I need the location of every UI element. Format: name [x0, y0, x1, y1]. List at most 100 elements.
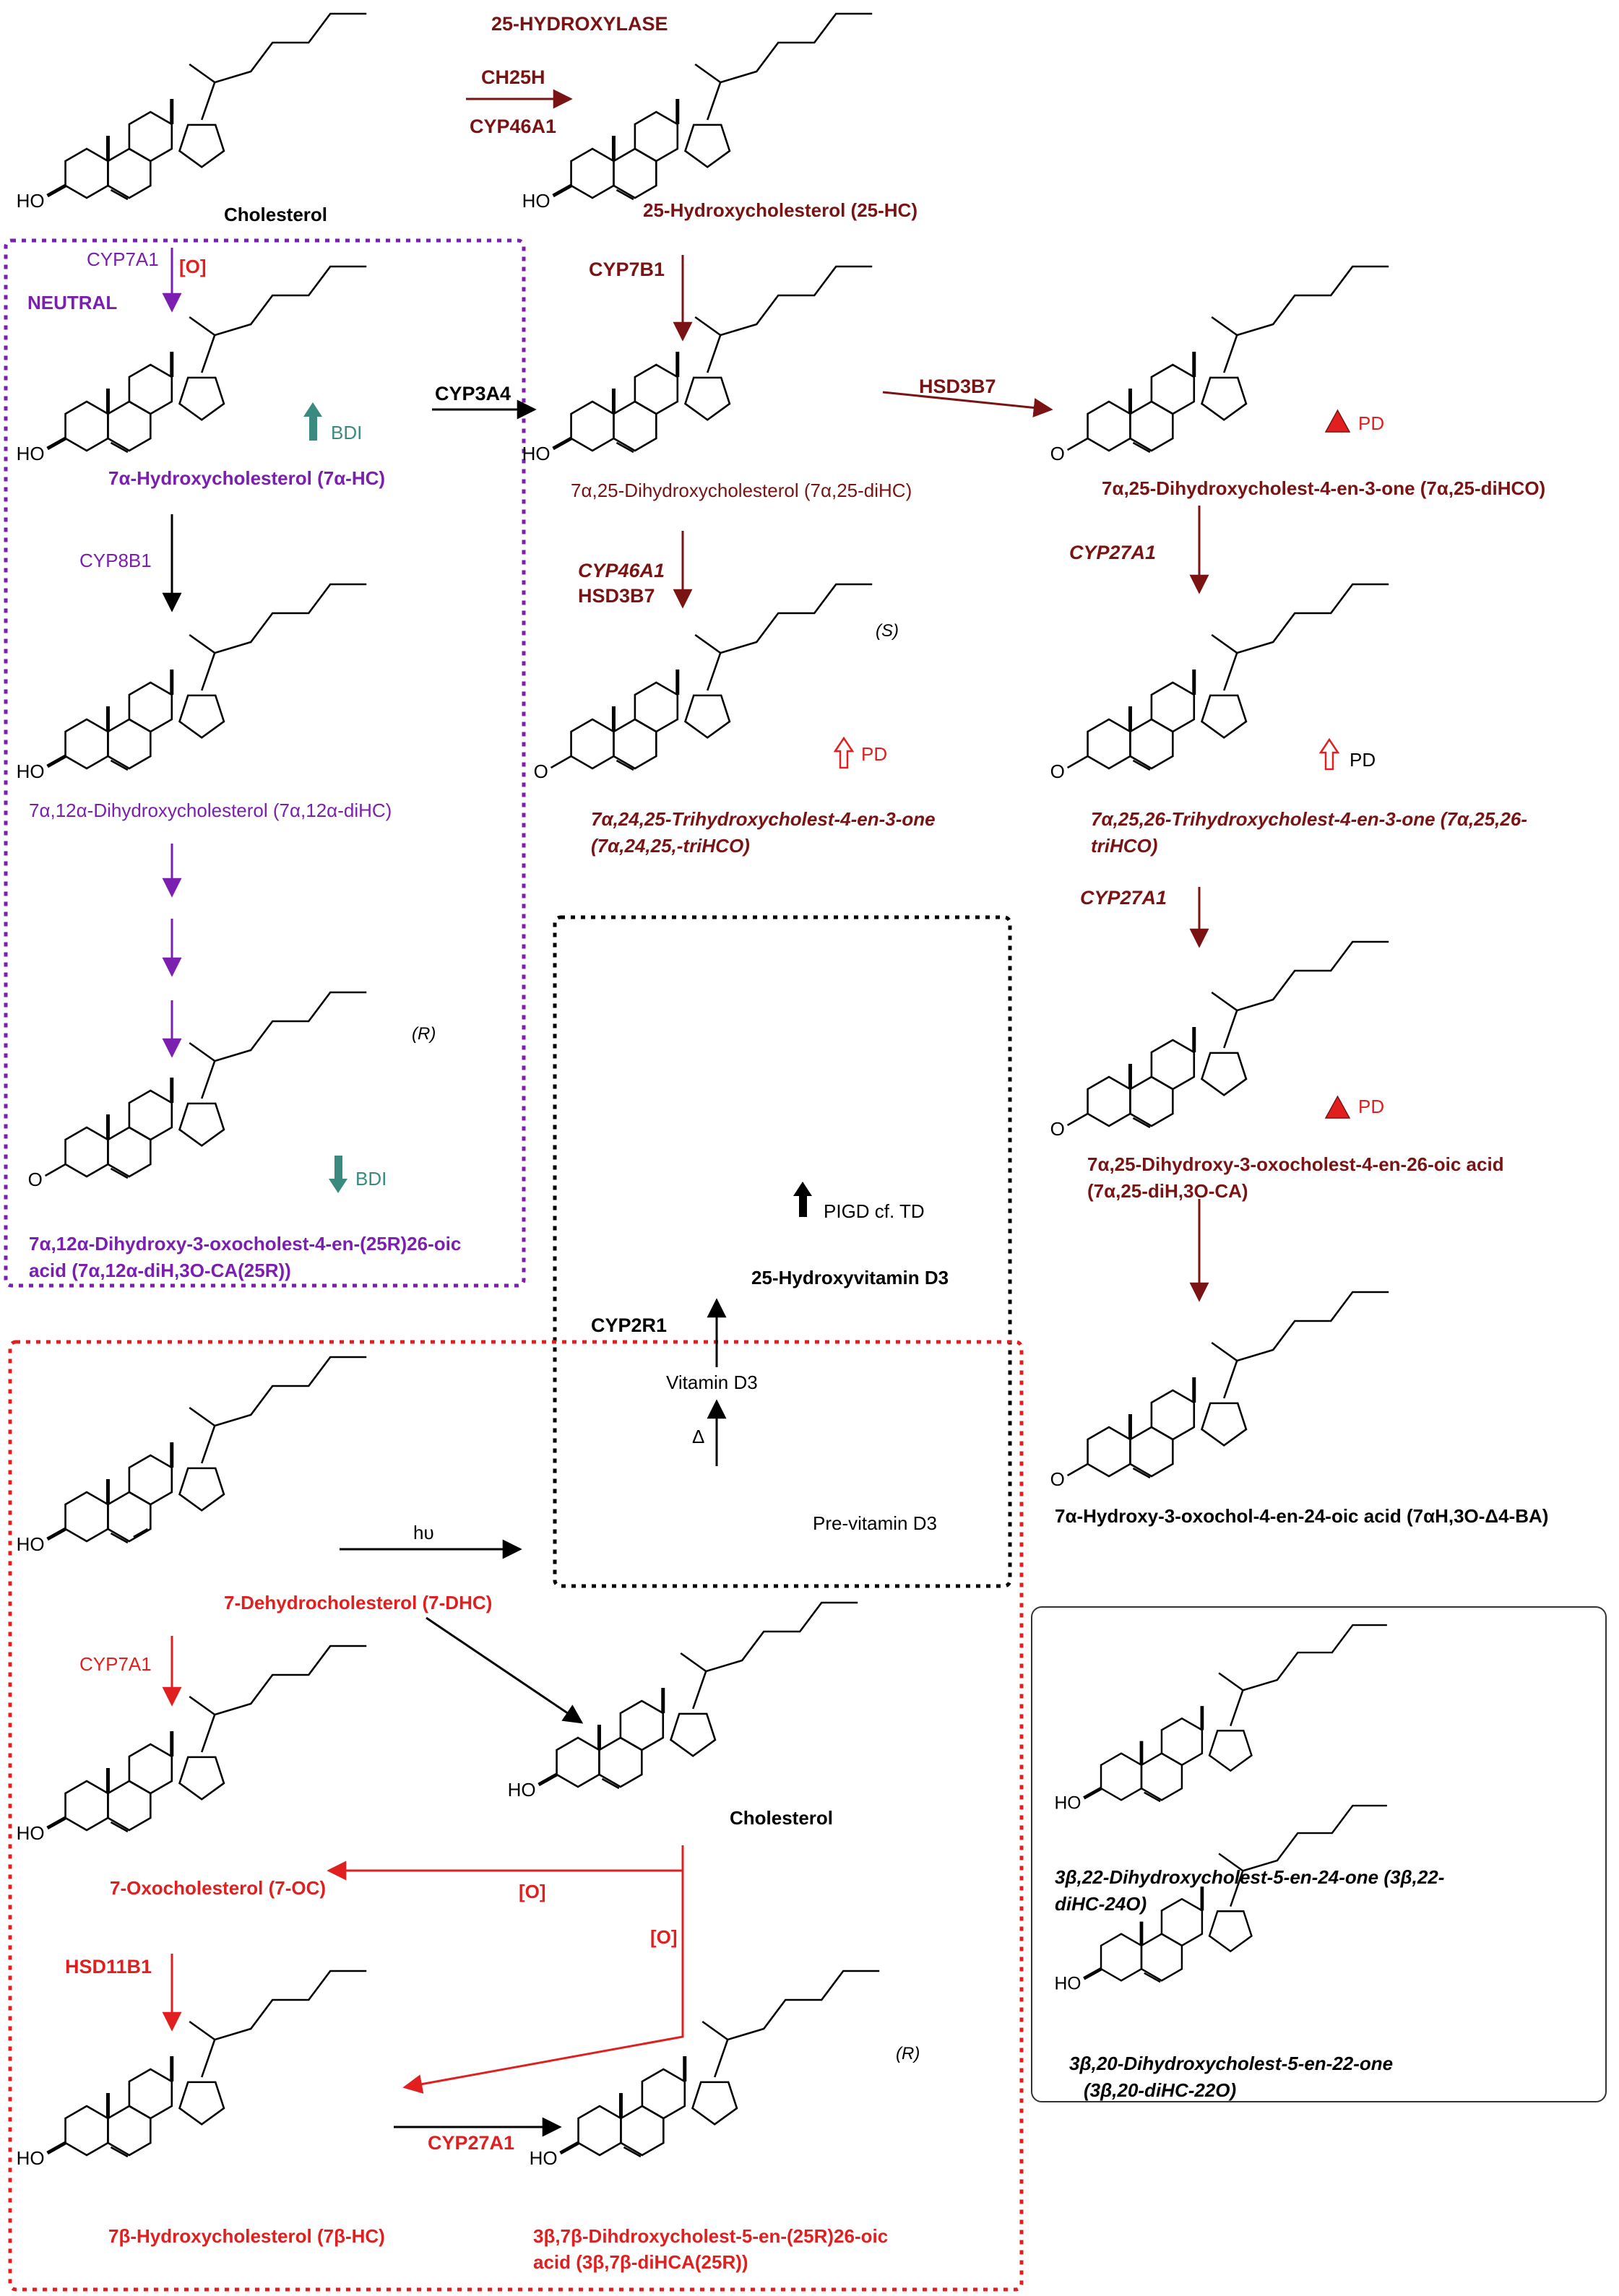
enzyme-cyp27a1-a: CYP27A1 [1069, 542, 1157, 563]
hv-label: hυ [413, 1522, 434, 1543]
skeleton-25-hc: HO [522, 12, 873, 212]
pd-triangle-icon-2 [1324, 1095, 1351, 1119]
neutral-pathway-box [4, 238, 526, 1288]
enzyme-cyp8b1: CYP8B1 [79, 550, 152, 571]
hydroxy-label: HO [1054, 1975, 1081, 1994]
pigd-label: PIGD cf. TD [824, 1200, 925, 1222]
bdi-up-arrow-icon [303, 402, 322, 441]
enzyme-cyp3a4: CYP3A4 [435, 383, 511, 404]
compound-25-hydroxyvitamin-d3: 25-Hydroxyvitamin D3 [751, 1267, 949, 1288]
skeleton-7-dhc: HO [17, 1356, 367, 1555]
compound-7a-25-26-trihco-line1: 7α,25,26-Trihydroxycholest-4-en-3-one (7… [1091, 808, 1527, 830]
skeleton-3o-ca: O [1050, 940, 1389, 1140]
enzyme-hsd3b7-mid: HSD3B7 [578, 585, 655, 607]
enzyme-cyp46a1: CYP46A1 [470, 116, 557, 137]
stereo-s-label: (S) [876, 621, 899, 641]
arrow-ox-to-7oc [327, 1845, 684, 1881]
compound-7a-hc: 7α-Hydroxycholesterol (7α-HC) [108, 467, 386, 489]
compound-3b-7b-dihca-line2: acid (3β,7β-diHCA(25R)) [533, 2251, 748, 2273]
enzyme-ch25h: CH25H [481, 66, 545, 88]
hydroxy-label: HO [17, 1822, 45, 1844]
skeleton-7a-hc: HO [17, 265, 367, 464]
oxidation-label-1: [O] [519, 1881, 546, 1902]
oxo-label: O [1050, 1468, 1065, 1490]
compound-7a-24-25-trihco-line1: 7α,24,25-Trihydroxycholest-4-en-3-one [591, 808, 936, 830]
hydroxy-label: HO [17, 443, 45, 464]
skeleton-3b-22-dihc: HO [1054, 1624, 1387, 1814]
skeleton-7b-hc: HO [17, 1970, 367, 2169]
enzyme-hsd3b7: HSD3B7 [919, 376, 996, 397]
compound-7a-25-26-trihco-line2: triHCO) [1091, 835, 1158, 857]
skeleton-acid-neutral: O [28, 991, 367, 1190]
enzyme-hsd11b1: HSD11B1 [65, 1956, 152, 1977]
enzyme-cyp27a1-lower: CYP27A1 [428, 2132, 515, 2154]
compound-vitamin-d3: Vitamin D3 [666, 1372, 758, 1393]
skeleton-trihco-26: O [1050, 583, 1389, 782]
compound-7a-25-dih-3o-ca-line1: 7α,25-Dihydroxy-3-oxocholest-4-en-26-oic… [1087, 1153, 1504, 1175]
reaction-arrows [162, 89, 1209, 2137]
bdi-label-2: BDI [355, 1168, 387, 1190]
bdi-label-1: BDI [331, 422, 363, 443]
compound-3b-22-dihc-24o-line2: diHC-24O) [1055, 1893, 1147, 1915]
compound-25-hc: 25-Hydroxycholesterol (25-HC) [643, 199, 918, 221]
skeleton-trihco-24: O [534, 583, 873, 782]
oxidation-label-2: [O] [650, 1926, 678, 1948]
compound-pre-vitamin-d3: Pre-vitamin D3 [813, 1512, 937, 1534]
arrow-7dhc-to-cholesterol [426, 1616, 584, 1724]
skeleton-3b-20-dihc: HO [1054, 1804, 1387, 1994]
compound-7a-25-dihc: 7α,25-Dihydroxycholesterol (7α,25-diHC) [571, 480, 912, 501]
hydroxy-label: HO [17, 190, 45, 212]
skeleton-7a-25-dihco: O [1050, 265, 1389, 464]
hydroxy-label: HO [508, 1779, 536, 1801]
indicators [303, 402, 1351, 1217]
enzyme-cyp46a1-mid: CYP46A1 [578, 560, 665, 581]
pd-triangle-icon-1 [1324, 409, 1351, 433]
pd-label-right-1: PD [1358, 412, 1385, 434]
enzyme-cyp2r1: CYP2R1 [591, 1314, 668, 1336]
hydroxy-label: HO [17, 761, 45, 782]
neutral-pathway-title: NEUTRAL [27, 292, 118, 313]
skeleton-3o-ba: O [1050, 1291, 1389, 1490]
pd-open-arrow-icon-2 [1318, 737, 1340, 771]
compound-3b-20-dihc-22o-line1: 3β,20-Dihydroxycholest-5-en-22-one [1069, 2053, 1394, 2074]
skeleton-cholesterol-lower: HO [508, 1601, 858, 1801]
enzyme-cyp27a1-b: CYP27A1 [1080, 887, 1167, 909]
skeleton-cholesterol-top: HO [17, 12, 367, 212]
bdi-down-arrow-icon [329, 1156, 347, 1193]
oxysterol-7dhc-box [8, 1340, 1024, 2292]
compound-cholesterol-lower: Cholesterol [730, 1807, 834, 1829]
compound-3b-22-dihc-24o-line1: 3β,22-Dihydroxycholest-5-en-24-one (3β,2… [1055, 1866, 1445, 1888]
oxo-label: O [1050, 443, 1065, 464]
compound-7ah-3o-ba: 7α-Hydroxy-3-oxochol-4-en-24-oic acid (7… [1055, 1505, 1549, 1527]
delta-label: Δ [692, 1426, 705, 1447]
compound-7a-24-25-trihco-line2: (7α,24,25,-triHCO) [591, 835, 750, 857]
compound-7a-12a-dihc: 7α,12α-Dihydroxycholesterol (7α,12α-diHC… [29, 800, 392, 821]
hydroxy-label: HO [522, 443, 551, 464]
oxo-label: O [534, 761, 548, 782]
compound-7a-25-dihco: 7α,25-Dihydroxycholest-4-en-3-one (7α,25… [1102, 477, 1546, 499]
oxo-label: O [28, 1169, 43, 1190]
pigd-up-arrow-icon [793, 1182, 812, 1217]
enzyme-cyp7a1-neutral: CYP7A1 [87, 248, 159, 270]
pd-label-mid: PD [861, 743, 888, 765]
arrow-hsd3b7 [882, 391, 1053, 417]
hydroxy-label: HO [17, 1533, 45, 1555]
vitamin-d-box [553, 915, 1012, 1588]
pd-label-right-3: PD [1358, 1096, 1385, 1117]
hydroxy-label: HO [522, 190, 551, 212]
oxidation-label-neutral: [O] [179, 256, 207, 277]
stereo-r-label-lower: (R) [896, 2044, 920, 2063]
skeleton-7-oc: HO [17, 1645, 367, 1844]
compound-7a-12a-dih-3o-ca-line2: acid (7α,12α-diH,3O-CA(25R)) [29, 1260, 291, 1281]
pd-open-arrow-icon-1 [833, 736, 855, 769]
hydroxy-label: HO [530, 2147, 558, 2169]
arrow-ox-to-7bhc [402, 1871, 684, 2094]
compound-7a-25-dih-3o-ca-line2: (7α,25-diH,3O-CA) [1087, 1180, 1248, 1202]
compound-3b-7b-dihca-line1: 3β,7β-Dihdroxycholest-5-en-(25R)26-oic [533, 2225, 889, 2247]
enzyme-group-25-hydroxylase: 25-HYDROXYLASE [491, 13, 668, 35]
skeleton-7a-25-dihc: HO [522, 265, 873, 464]
compound-7-oc: 7-Oxocholesterol (7-OC) [110, 1877, 327, 1899]
enzyme-cyp7a1-lower: CYP7A1 [79, 1653, 152, 1675]
